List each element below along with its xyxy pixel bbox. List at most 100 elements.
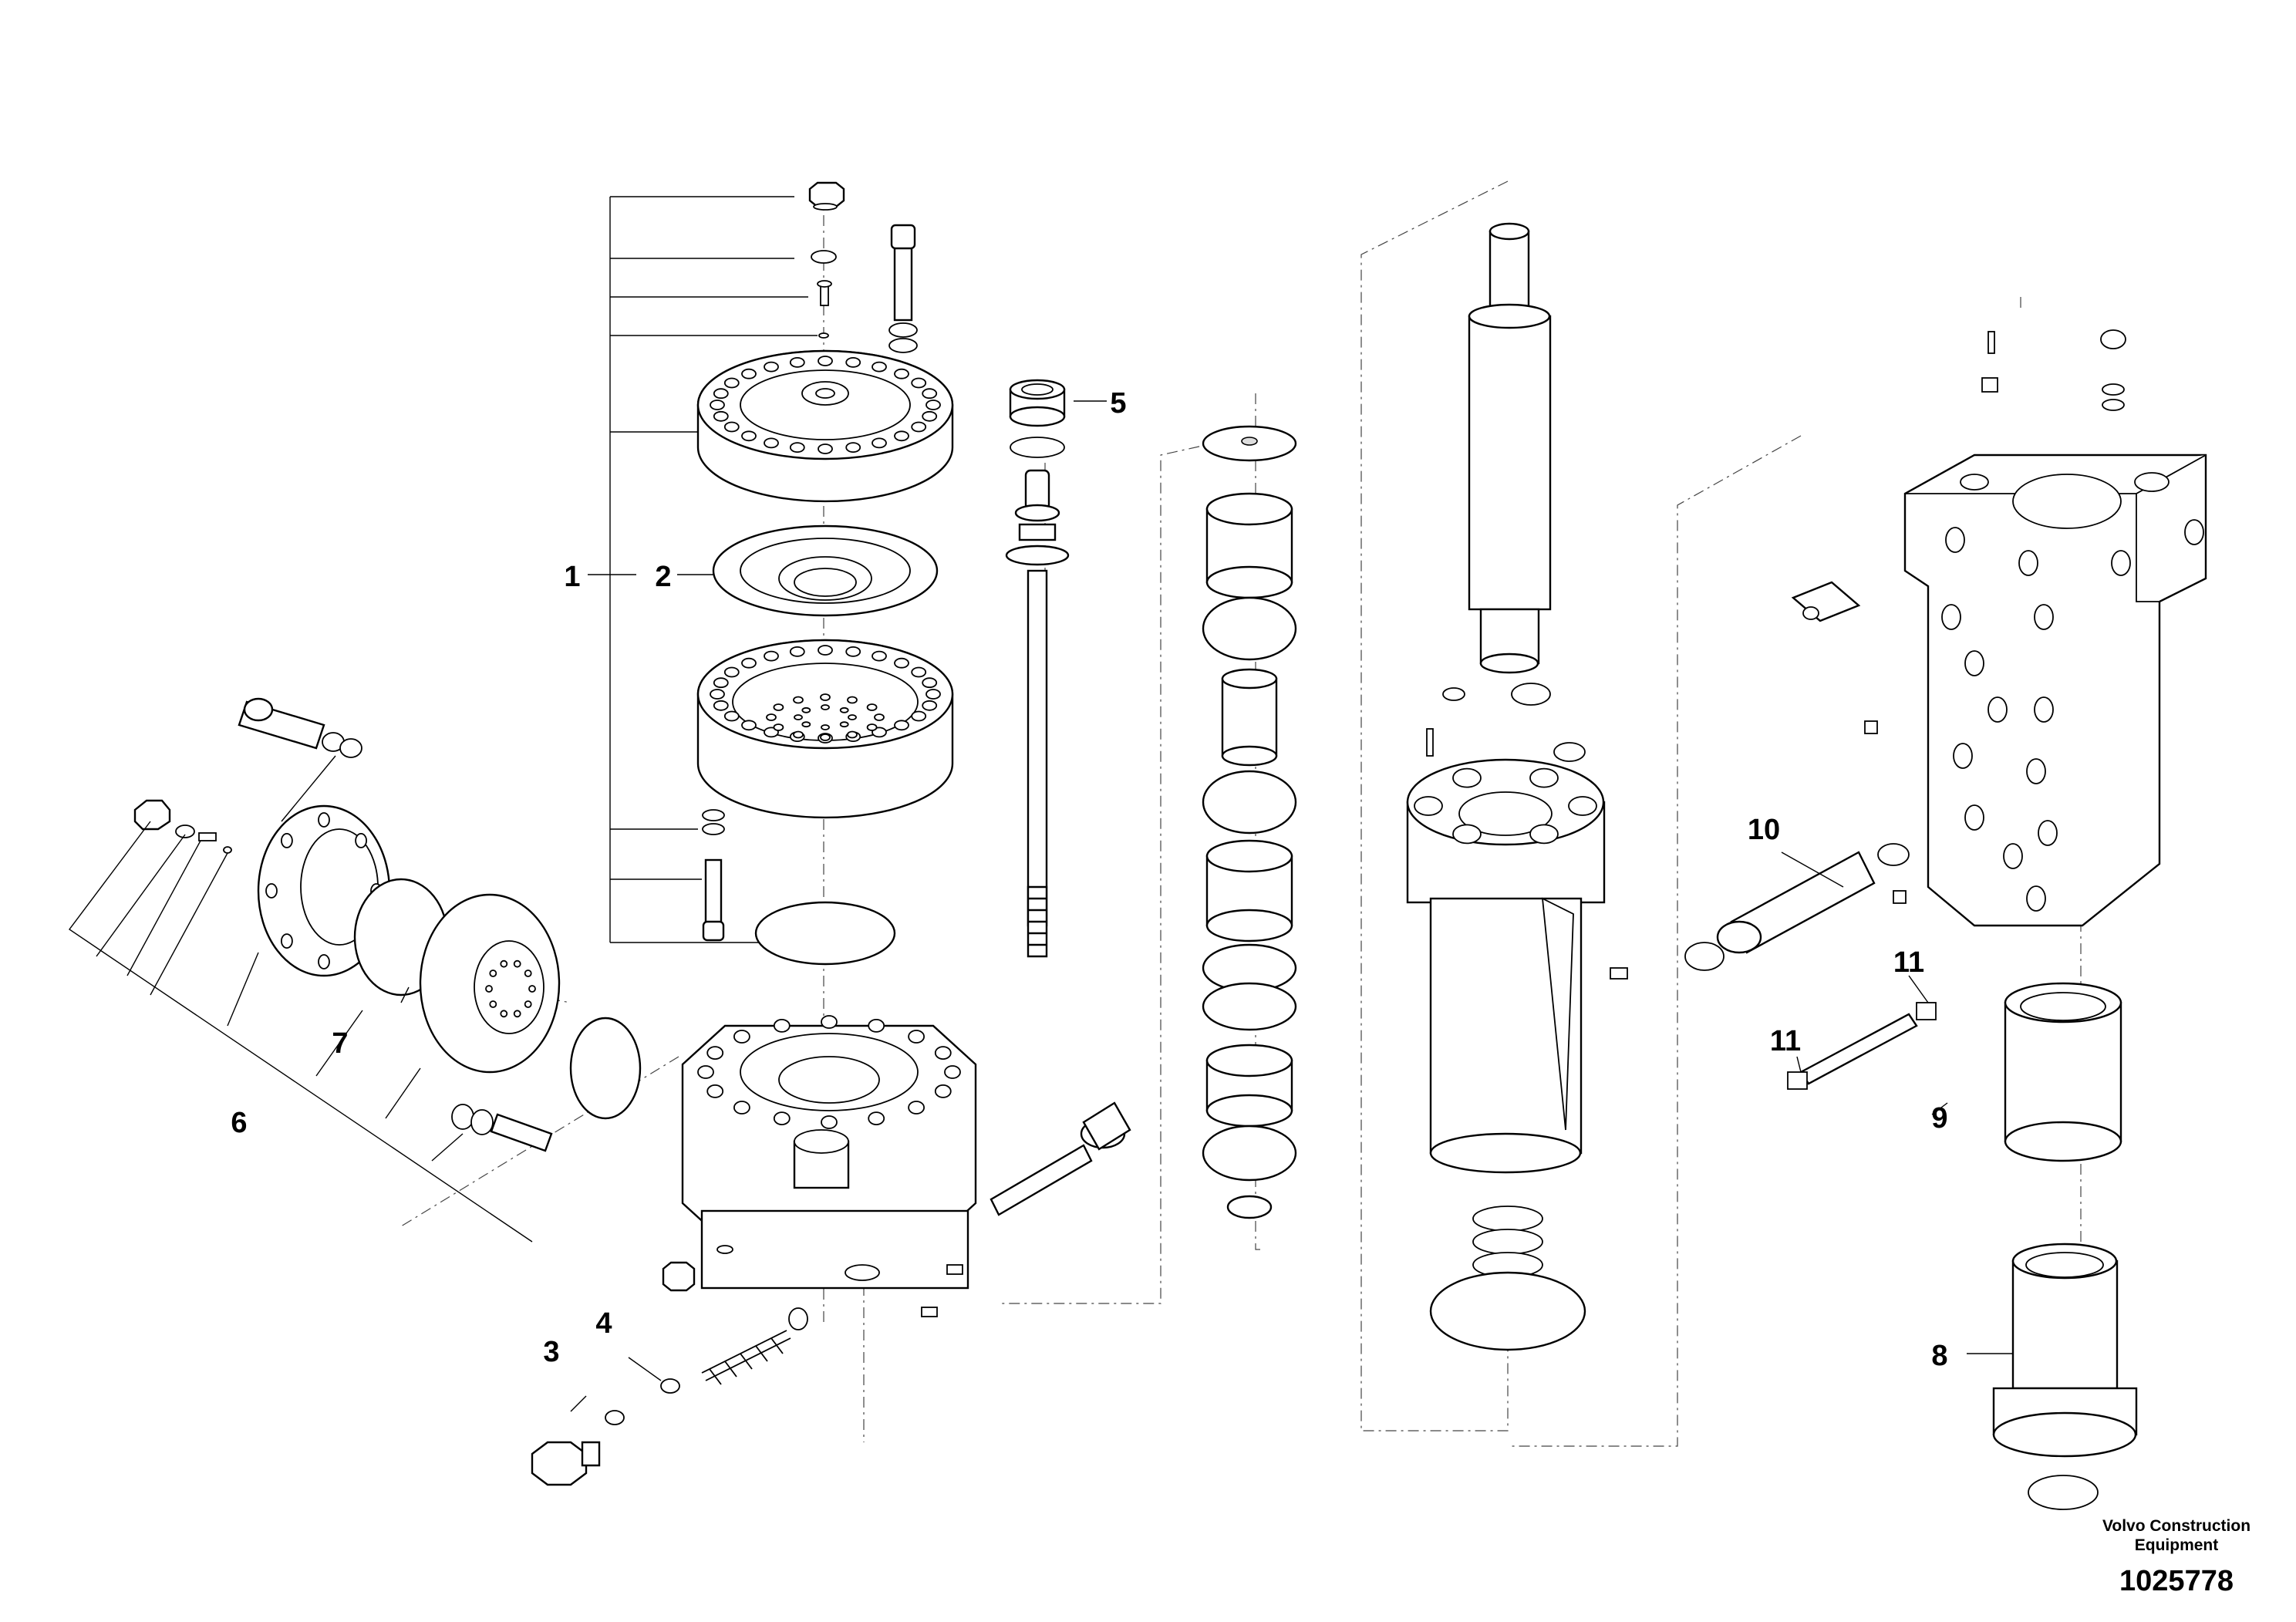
retainer-pin-part-10 [1684,843,1910,971]
port-hole [1529,824,1559,845]
washer-part-4 [660,1378,680,1394]
bolt-hole [789,356,805,368]
perforation-hole [793,696,804,704]
bolt-hole [741,657,757,669]
grease-nipple-lower [1893,890,1907,904]
bolt-hole [872,650,887,662]
orifice-hole [524,1000,532,1008]
callout-5: 5 [1110,387,1126,420]
port-hole [1414,796,1443,816]
washer-stack-left [702,809,725,835]
bolt-hole [845,356,861,368]
port-hole [2038,820,2058,846]
port-hole [2184,519,2204,545]
block-screws [1981,329,2126,411]
tiny-washer [818,332,829,339]
center-stack [1202,425,1297,1219]
callout-3: 3 [543,1336,559,1368]
perforation-hole [848,714,857,720]
valve-rod [1005,469,1070,958]
o-ring-large [754,901,896,966]
valve-housing [681,1015,977,1290]
front-head-block [1903,454,2207,927]
perforation-hole [821,724,830,730]
bolt-hole [789,646,805,657]
perforation-hole [773,703,784,711]
orifice-hole [524,969,532,977]
port-hole [2003,843,2023,869]
callouts: 1 2 3 4 5 6 7 8 9 10 11 11 [231,387,1947,1372]
port-hole [2034,604,2054,630]
brand-line-2: Equipment [2135,1536,2219,1554]
o-ring-left-large [569,1017,642,1120]
perforated-cylinder-ring [696,639,954,819]
bolt-hole [706,1046,724,1060]
orifice-hole [485,985,493,993]
orifice-hole [513,959,521,968]
bolt-hole [908,1030,925,1044]
bolt-hole [764,437,779,449]
bolt-hole [922,677,938,689]
orifice-hole [489,1000,497,1008]
port-hole [1964,804,1984,831]
perforation-hole [874,713,885,721]
port-hole [2034,696,2054,723]
bolt-hole [925,689,941,700]
bolt-hole [872,361,887,373]
perforation-hole [801,706,811,713]
bolt-hole [318,954,330,969]
bolt-hole [733,1101,750,1114]
bolt-hole [934,1046,952,1060]
bolt-hole [280,933,293,949]
bolt-hole [773,1019,791,1033]
perforation-hole [821,704,830,710]
port-hole [2026,758,2046,784]
callout-1: 1 [564,561,580,593]
set-screw [817,280,832,306]
bolt-hole [713,677,729,689]
o-ring-bottom [2028,1475,2099,1510]
perforation-hole [773,723,784,731]
bolt-hole [733,1030,750,1044]
o-ring-small [811,250,837,264]
perforation-hole [820,733,831,741]
bolt-long-top [888,224,918,353]
diaphragm-part-2 [712,524,939,617]
brand-line-1: Volvo Construction [2102,1517,2250,1535]
bolt-hole [922,700,938,711]
callout-2: 2 [655,561,671,593]
bolt-hole [318,812,330,828]
bolt-hole [764,361,779,373]
perforation-hole [766,713,777,721]
bolt-hole [723,666,740,678]
plug-left-small [133,799,232,854]
bolt-hole [868,1019,885,1033]
perforation-hole [839,721,849,728]
callout-11-lower: 11 [1770,1025,1801,1057]
bolt-hole [710,400,725,410]
housing-plug-left [662,1261,696,1292]
perforation-hole [820,693,831,701]
bushing-part-8 [1992,1243,2138,1458]
bolt-hole [818,356,833,366]
callout-leaders [570,400,2013,1412]
cylinder-washers [1426,683,1586,762]
piston [1468,222,1552,674]
bolt-hole [710,689,725,700]
port-hole [1953,743,1973,769]
bolt-hole [845,442,861,453]
pin-part-11 [1787,1002,1937,1090]
orifice-hole [528,985,536,993]
bolt-hole [911,421,927,433]
title-block: Volvo Construction Equipment 1025778 [2102,1517,2250,1597]
cover-plate [419,893,561,1074]
port-hole [1529,767,1559,788]
bolt-hole [723,710,740,722]
orifice-hole [500,959,508,968]
callout-4: 4 [595,1307,612,1340]
cylinder-screw [1610,967,1628,980]
port-hole [1568,796,1597,816]
bolt-hole [706,1084,724,1098]
bolt-hole [821,1015,838,1029]
